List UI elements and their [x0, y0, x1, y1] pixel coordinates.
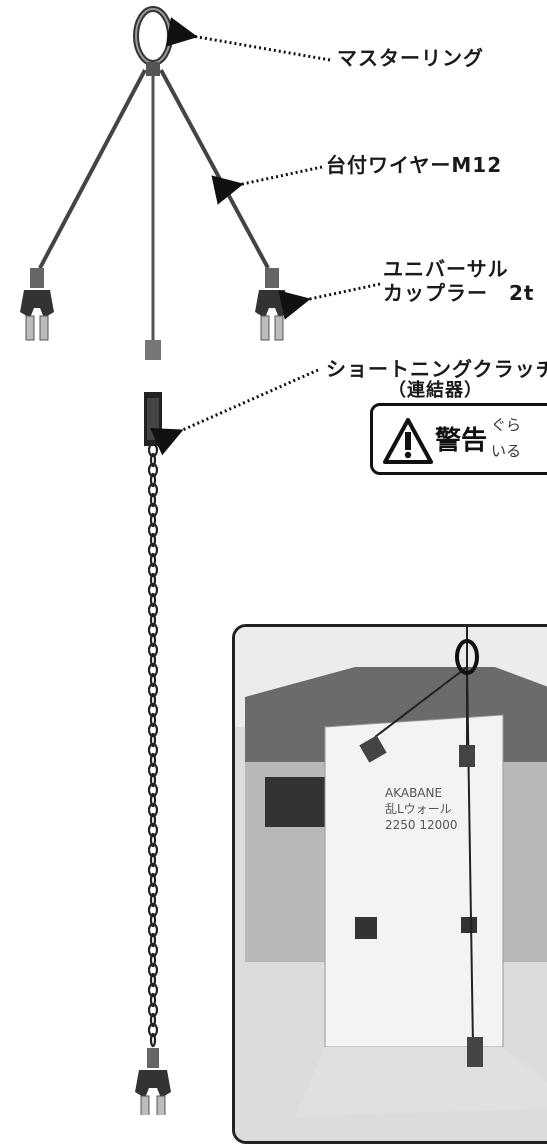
chain-link	[147, 802, 159, 818]
chain-link	[147, 582, 159, 598]
chain-link	[147, 622, 159, 638]
chain-link	[149, 912, 157, 928]
chain-link	[149, 1032, 157, 1048]
warning-text-line2: いる	[491, 442, 522, 460]
chain-link	[147, 722, 159, 738]
chain-link	[147, 882, 159, 898]
coupler-bottom-icon	[135, 1048, 171, 1115]
panel-text-3: 2250 12000	[385, 818, 458, 832]
concrete-panel	[324, 714, 504, 1048]
chain-link	[149, 772, 157, 788]
callout-arrows	[149, 17, 381, 456]
chain-link	[149, 612, 157, 628]
chain-link	[149, 872, 157, 888]
chain-link	[147, 522, 159, 538]
chain-link	[149, 1012, 157, 1028]
chain-link	[147, 762, 159, 778]
chain-link	[147, 982, 159, 998]
chain-link	[149, 732, 157, 748]
chain-link	[149, 952, 157, 968]
chain-link	[147, 782, 159, 798]
wire-label: 台付ワイヤーM12	[326, 153, 503, 177]
panel-text-2: 乱Lウォール	[385, 802, 452, 816]
wire-legs	[38, 62, 270, 340]
chain-link	[149, 932, 157, 948]
chain-link	[147, 542, 159, 558]
site-photo: AKABANE 乱Lウォール 2250 12000	[235, 627, 547, 1141]
chain-link	[149, 652, 157, 668]
chain-link	[147, 962, 159, 978]
chain-link	[149, 512, 157, 528]
coupler-left-icon	[20, 268, 54, 341]
coupler-right-icon	[255, 268, 289, 341]
chain-link	[147, 922, 159, 938]
chain-link	[147, 502, 159, 518]
chain-link	[149, 552, 157, 568]
chain-link	[149, 712, 157, 728]
chain-link	[149, 572, 157, 588]
chain-link	[147, 822, 159, 838]
chain-link	[147, 1022, 159, 1038]
chain-link	[147, 842, 159, 858]
chain-link	[149, 832, 157, 848]
chain-link	[149, 532, 157, 548]
chain-link	[147, 462, 159, 478]
chain-link	[149, 752, 157, 768]
chain-link	[147, 902, 159, 918]
chain-link	[149, 592, 157, 608]
warning-title: 警告	[435, 426, 488, 456]
coupler-label-line1: ユニバーサル	[383, 257, 509, 281]
chain-link	[147, 682, 159, 698]
clutch-label-line1: ショートニングクラッチ	[326, 357, 547, 381]
chain	[147, 442, 159, 1048]
warning-icon	[383, 418, 433, 464]
chain-link	[149, 792, 157, 808]
chain-link	[149, 992, 157, 1008]
shortening-clutch-icon	[144, 340, 162, 446]
chain-link	[147, 662, 159, 678]
chain-link	[149, 632, 157, 648]
chain-link	[147, 1002, 159, 1018]
chain-link	[147, 942, 159, 958]
chain-link	[149, 692, 157, 708]
chain-link	[149, 852, 157, 868]
chain-link	[147, 642, 159, 658]
sling-diagram	[20, 6, 381, 1115]
warning-box: 警告 ぐら いる	[370, 403, 547, 475]
photo-frame: AKABANE 乱Lウォール 2250 12000	[232, 624, 547, 1144]
chain-link	[147, 862, 159, 878]
clutch-label-line2: （連結器）	[388, 380, 483, 401]
chain-link	[149, 892, 157, 908]
chain-link	[147, 562, 159, 578]
chain-link	[149, 812, 157, 828]
warning-text-line1: ぐら	[491, 416, 522, 434]
master-ring-label: マスターリング	[337, 46, 484, 70]
chain-link	[149, 972, 157, 988]
chain-link	[147, 482, 159, 498]
chain-link	[149, 672, 157, 688]
panel-text-1: AKABANE	[385, 786, 442, 800]
coupler-label-line2: カップラー 2t	[383, 281, 535, 305]
master-ring-icon	[133, 6, 173, 66]
chain-link	[147, 742, 159, 758]
chain-link	[149, 492, 157, 508]
chain-link	[147, 702, 159, 718]
chain-link	[147, 602, 159, 618]
chain-link	[149, 472, 157, 488]
